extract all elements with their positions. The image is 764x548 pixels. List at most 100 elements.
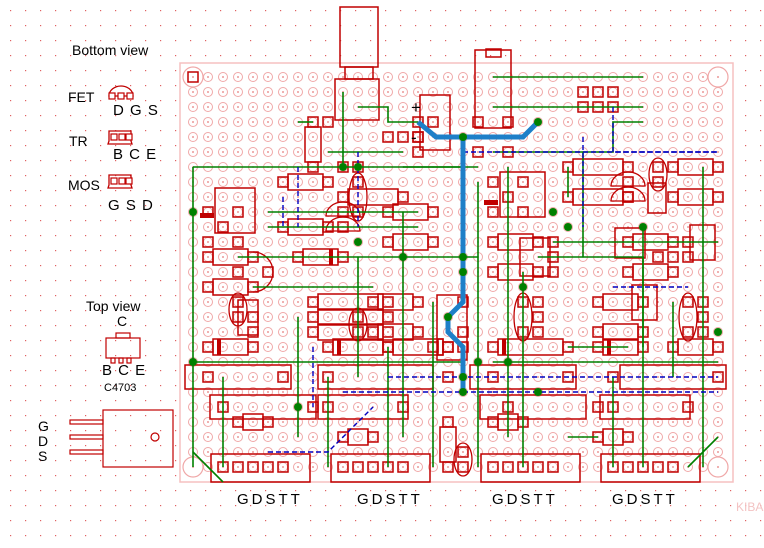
grid-dot [10, 355, 12, 357]
grid-dot [280, 505, 282, 507]
pad-center [207, 271, 209, 273]
grid-dot [85, 520, 87, 522]
grid-dot [745, 460, 747, 462]
grid-dot [85, 190, 87, 192]
pad-center [567, 406, 569, 408]
pad-center [657, 196, 659, 198]
diode-band [217, 339, 221, 355]
pad-center [327, 301, 329, 303]
grid-dot [205, 25, 207, 27]
pad-center [252, 76, 254, 78]
pad-center [687, 331, 689, 333]
pad [233, 132, 243, 142]
grid-dot [205, 55, 207, 57]
pad-center [447, 301, 449, 303]
pad-center [657, 331, 659, 333]
grid-dot [160, 295, 162, 297]
grid-dot [10, 145, 12, 147]
pad [653, 432, 663, 442]
grid-dot [100, 115, 102, 117]
pad [668, 117, 678, 127]
pad-center [612, 211, 614, 213]
grid-dot [715, 535, 717, 537]
grid-dot [130, 385, 132, 387]
pad [203, 417, 213, 427]
grid-dot [370, 490, 372, 492]
grid-dot [745, 205, 747, 207]
grid-dot [100, 10, 102, 12]
component-pad [427, 116, 439, 128]
grid-dot [490, 55, 492, 57]
transistor-mos [614, 227, 646, 259]
grid-dot [565, 55, 567, 57]
pad [263, 387, 273, 397]
pad [443, 267, 453, 277]
grid-dot [115, 505, 117, 507]
pad-center [267, 301, 269, 303]
grid-dot [190, 520, 192, 522]
resistor [287, 173, 324, 191]
grid-dot [55, 250, 57, 252]
pad-center [342, 331, 344, 333]
pad [308, 432, 318, 442]
grid-dot [745, 100, 747, 102]
pad [683, 102, 693, 112]
pad [353, 402, 363, 412]
pad-center [537, 136, 539, 138]
pad-center [687, 226, 689, 228]
pad-center [672, 421, 674, 423]
grid-dot [130, 10, 132, 12]
pad-center [567, 466, 569, 468]
grid-dot [655, 520, 657, 522]
pad-center [207, 421, 209, 423]
grid-dot [25, 280, 27, 282]
pad-center [312, 151, 314, 153]
grid-dot [100, 175, 102, 177]
grid-dot [100, 55, 102, 57]
grid-dot [145, 535, 147, 537]
pad-center [342, 196, 344, 198]
pad [248, 372, 258, 382]
pad-center [447, 181, 449, 183]
pad-center [687, 91, 689, 93]
grid-dot [40, 370, 42, 372]
grid-dot [745, 190, 747, 192]
pad [608, 207, 618, 217]
grid-dot [550, 10, 552, 12]
grid-dot [175, 445, 177, 447]
grid-dot [460, 490, 462, 492]
pad-center [252, 436, 254, 438]
grid-dot [70, 355, 72, 357]
pad-center [327, 91, 329, 93]
grid-dot [40, 100, 42, 102]
grid-dot [745, 295, 747, 297]
grid-dot [685, 40, 687, 42]
pad-center [492, 316, 494, 318]
pad-center [432, 241, 434, 243]
mos-outline [107, 174, 133, 189]
pad-center [537, 226, 539, 228]
grid-dot [70, 445, 72, 447]
pad-center [252, 241, 254, 243]
pad-center [447, 211, 449, 213]
pad [353, 237, 363, 247]
pad-center [657, 436, 659, 438]
pad-center [372, 301, 374, 303]
dc-jack-body [339, 6, 379, 68]
pad-center [372, 451, 374, 453]
grid-dot [595, 55, 597, 57]
junction-dot [189, 358, 197, 366]
pad [713, 297, 723, 307]
pad-center [342, 271, 344, 273]
grid-dot [715, 55, 717, 57]
pad-center [447, 451, 449, 453]
pad [413, 72, 423, 82]
pad [683, 417, 693, 427]
resistor [599, 394, 691, 420]
trace [192, 451, 224, 483]
pad-center [642, 136, 644, 138]
pad [563, 447, 573, 457]
grid-dot [160, 235, 162, 237]
grid-dot [445, 25, 447, 27]
pad [713, 402, 723, 412]
